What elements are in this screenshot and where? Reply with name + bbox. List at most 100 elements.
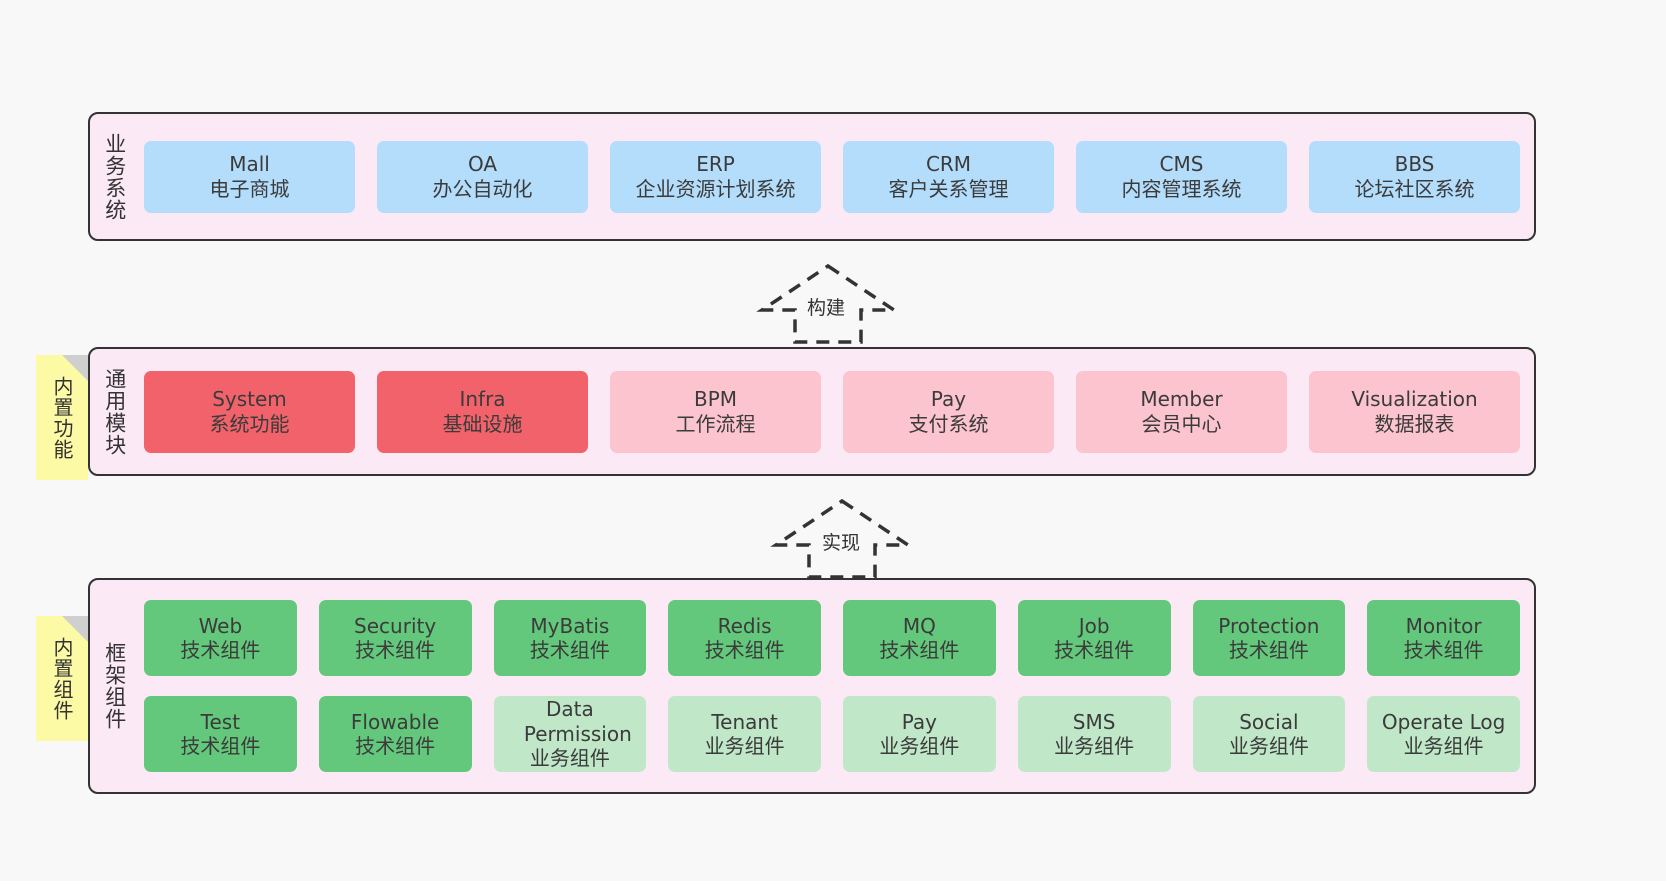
card-subtitle: 技术组件: [180, 638, 261, 662]
card-bpm[interactable]: BPM 工作流程: [610, 370, 821, 453]
card-social[interactable]: Social 业务组件: [1192, 696, 1346, 772]
card-web[interactable]: Web 技术组件: [144, 600, 297, 676]
card-title: Data Permission: [523, 697, 632, 746]
card-title: CMS: [1159, 152, 1204, 177]
card-title: Redis: [717, 613, 772, 638]
card-title: SMS: [1072, 709, 1116, 734]
card-title: MQ: [902, 613, 936, 638]
card-subtitle: 技术组件: [355, 638, 436, 662]
card-monitor[interactable]: Monitor 技术组件: [1367, 600, 1520, 676]
card-subtitle: 技术组件: [704, 638, 785, 662]
card-subtitle: 技术组件: [1228, 638, 1309, 662]
card-title: Monitor: [1405, 613, 1482, 638]
note-builtin-features: 内置功能: [36, 355, 88, 480]
card-mall[interactable]: Mall 电子商城: [144, 140, 355, 213]
layer-title-framework-components: 框架组件: [102, 642, 127, 730]
card-subtitle: 数据报表: [1374, 411, 1455, 436]
card-row: Test 技术组件 Flowable 技术组件 Data Permission …: [144, 696, 1520, 772]
card-cms[interactable]: CMS 内容管理系统: [1076, 140, 1287, 213]
card-subtitle: 业务组件: [1228, 734, 1309, 758]
card-title: Protection: [1218, 613, 1320, 638]
card-subtitle: 电子商城: [209, 176, 290, 201]
card-title: Flowable: [350, 709, 440, 734]
card-subtitle: 系统功能: [209, 411, 290, 436]
card-title: ERP: [696, 152, 735, 177]
card-subtitle: 内容管理系统: [1121, 176, 1242, 201]
card-title: MyBatis: [530, 613, 610, 638]
card-title: Mall: [229, 152, 270, 177]
note-label: 内置功能: [50, 375, 74, 460]
card-title: OA: [467, 152, 498, 177]
layer-common-modules: 通用模块 System 系统功能 Infra 基础设施 BPM 工作流程 Pay…: [88, 347, 1536, 476]
card-redis[interactable]: Redis 技术组件: [668, 600, 821, 676]
card-title: Security: [354, 613, 437, 638]
card-erp[interactable]: ERP 企业资源计划系统: [610, 140, 821, 213]
card-job[interactable]: Job 技术组件: [1017, 600, 1171, 676]
card-oa[interactable]: OA 办公自动化: [377, 140, 588, 213]
layer-title-business-systems: 业务系统: [102, 132, 127, 221]
card-title: Test: [200, 709, 241, 734]
card-subtitle: 技术组件: [1403, 638, 1484, 662]
layer-body-common-modules: System 系统功能 Infra 基础设施 BPM 工作流程 Pay 支付系统…: [138, 349, 1534, 474]
card-visualization[interactable]: Visualization 数据报表: [1309, 370, 1520, 453]
card-subtitle: 业务组件: [1054, 734, 1135, 758]
card-subtitle: 会员中心: [1141, 411, 1222, 436]
card-title: System: [212, 387, 287, 412]
card-infra[interactable]: Infra 基础设施: [377, 370, 588, 453]
card-title: Infra: [459, 387, 506, 412]
dashed-hollow-arrow-up-icon: [770, 498, 914, 579]
card-operate-log[interactable]: Operate Log 业务组件: [1367, 696, 1520, 772]
card-title: Pay: [930, 387, 967, 412]
note-builtin-components: 内置组件: [36, 616, 88, 741]
card-subtitle: 工作流程: [675, 411, 756, 436]
card-security[interactable]: Security 技术组件: [318, 600, 472, 676]
card-subtitle: 业务组件: [704, 734, 785, 758]
card-subtitle: 业务组件: [529, 746, 610, 771]
layer-business-systems: 业务系统 Mall 电子商城 OA 办公自动化 ERP 企业资源计划系统 CRM…: [88, 112, 1536, 241]
card-subtitle: 企业资源计划系统: [635, 176, 796, 201]
card-tenant[interactable]: Tenant 业务组件: [668, 696, 821, 772]
card-subtitle: 技术组件: [879, 638, 960, 662]
layer-title-common-modules: 通用模块: [102, 367, 127, 456]
card-subtitle: 技术组件: [355, 734, 436, 758]
note-label: 内置组件: [50, 636, 74, 721]
card-title: Operate Log: [1381, 709, 1506, 734]
card-bbs[interactable]: BBS 论坛社区系统: [1309, 140, 1520, 213]
card-subtitle: 技术组件: [529, 638, 610, 662]
card-row: Mall 电子商城 OA 办公自动化 ERP 企业资源计划系统 CRM 客户关系…: [144, 140, 1520, 213]
card-data-permission[interactable]: Data Permission 业务组件: [493, 696, 647, 772]
card-crm[interactable]: CRM 客户关系管理: [843, 140, 1054, 213]
card-title: CRM: [925, 152, 972, 177]
card-mybatis[interactable]: MyBatis 技术组件: [493, 600, 647, 676]
card-row: Web 技术组件 Security 技术组件 MyBatis 技术组件 Redi…: [144, 600, 1520, 676]
layer-body-business-systems: Mall 电子商城 OA 办公自动化 ERP 企业资源计划系统 CRM 客户关系…: [138, 114, 1534, 239]
card-title: Social: [1239, 709, 1299, 734]
card-subtitle: 论坛社区系统: [1354, 176, 1475, 201]
card-title: Member: [1140, 387, 1223, 412]
card-subtitle: 业务组件: [879, 734, 960, 758]
card-title: BBS: [1394, 152, 1435, 177]
card-title: BPM: [693, 387, 738, 412]
card-mq[interactable]: MQ 技术组件: [843, 600, 996, 676]
card-subtitle: 技术组件: [180, 734, 261, 758]
card-pay-business[interactable]: Pay 业务组件: [843, 696, 996, 772]
card-system[interactable]: System 系统功能: [144, 370, 355, 453]
card-sms[interactable]: SMS 业务组件: [1017, 696, 1171, 772]
connector-implement-label: 实现: [822, 532, 861, 554]
card-member[interactable]: Member 会员中心: [1076, 370, 1287, 453]
layer-framework-components: 框架组件 Web 技术组件 Security 技术组件 MyBatis 技术组件…: [88, 578, 1536, 794]
card-flowable[interactable]: Flowable 技术组件: [318, 696, 472, 772]
card-subtitle: 技术组件: [1054, 638, 1135, 662]
dashed-hollow-arrow-up-icon: [756, 263, 900, 344]
card-test[interactable]: Test 技术组件: [144, 696, 297, 772]
card-subtitle: 基础设施: [442, 411, 523, 436]
card-protection[interactable]: Protection 技术组件: [1192, 600, 1346, 676]
card-pay[interactable]: Pay 支付系统: [843, 370, 1054, 453]
connector-build-label: 构建: [807, 297, 846, 319]
card-subtitle: 业务组件: [1403, 734, 1484, 758]
connector-build: 构建: [756, 262, 900, 344]
card-title: Visualization: [1351, 387, 1478, 412]
connector-implement: 实现: [770, 497, 914, 579]
card-row: System 系统功能 Infra 基础设施 BPM 工作流程 Pay 支付系统…: [144, 370, 1520, 453]
